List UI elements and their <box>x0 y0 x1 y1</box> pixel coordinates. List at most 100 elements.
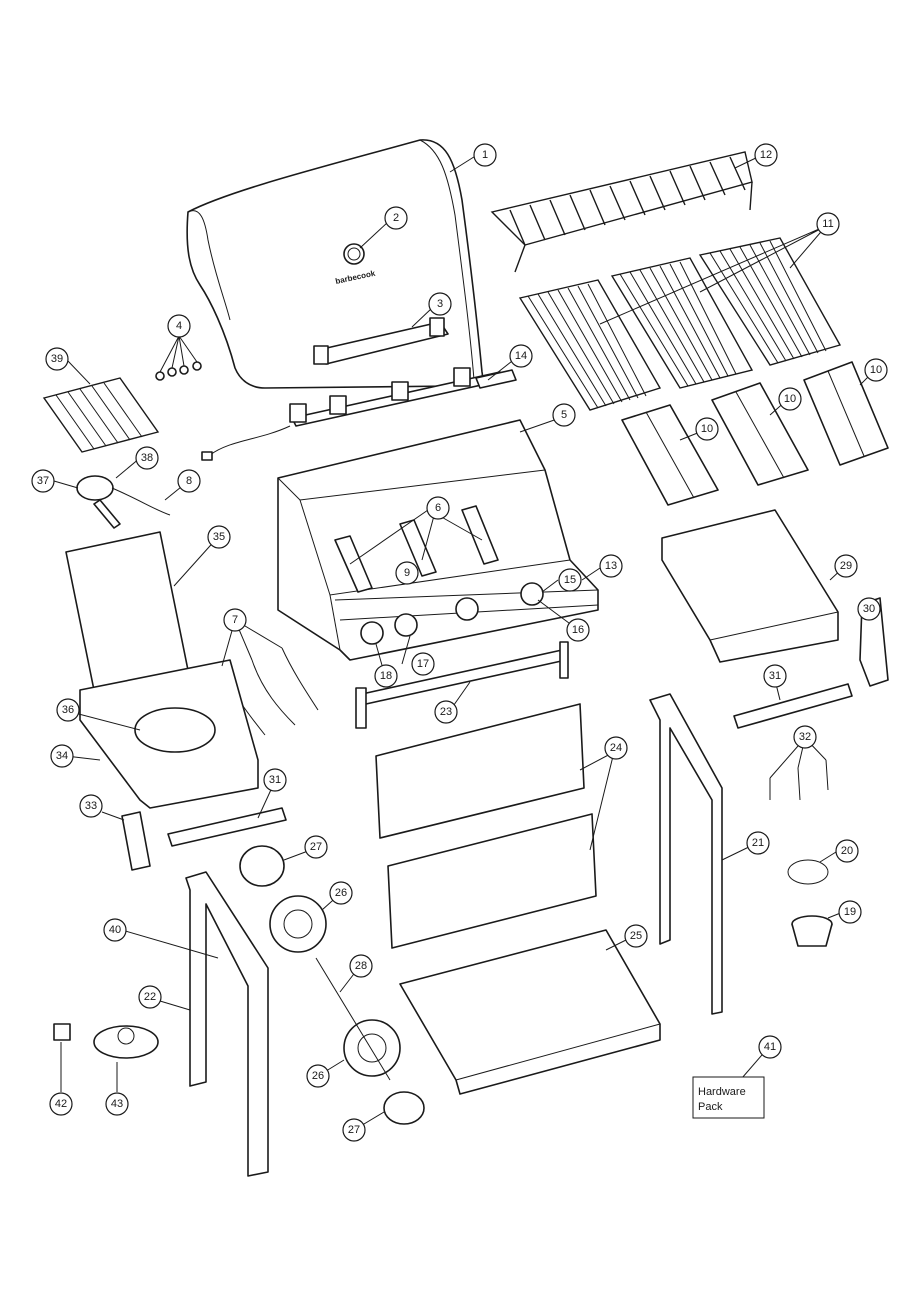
svg-text:3: 3 <box>437 298 443 310</box>
callout-41: 41 <box>758 1035 782 1059</box>
callout-1: 1 <box>473 143 497 167</box>
hardware-pack-box: Hardware Pack <box>692 1076 765 1119</box>
callout-27a: 27 <box>304 835 328 859</box>
svg-text:9: 9 <box>404 567 410 579</box>
svg-text:27: 27 <box>348 1124 360 1136</box>
svg-text:1: 1 <box>482 149 488 161</box>
callout-39: 39 <box>45 347 69 371</box>
callout-26a: 26 <box>329 881 353 905</box>
callout-28: 28 <box>349 954 373 978</box>
callout-12: 12 <box>754 143 778 167</box>
part-gas-manifold <box>201 367 517 461</box>
svg-text:34: 34 <box>56 750 68 762</box>
callout-33: 33 <box>79 794 103 818</box>
svg-text:37: 37 <box>37 475 49 487</box>
part-left-leg-frame <box>185 871 269 1177</box>
part-side-shelf <box>661 509 839 663</box>
part-thermometer <box>343 243 365 265</box>
svg-text:36: 36 <box>62 704 74 716</box>
part-rod-right <box>733 683 853 729</box>
part-right-leg-frame <box>649 693 723 1015</box>
callout-8: 8 <box>177 469 201 493</box>
callout-23: 23 <box>434 700 458 724</box>
part-lid-handle <box>313 317 449 365</box>
callout-16: 16 <box>566 618 590 642</box>
svg-text:26: 26 <box>335 887 347 899</box>
svg-text:27: 27 <box>310 841 322 853</box>
svg-text:4: 4 <box>176 320 182 332</box>
callout-37: 37 <box>31 469 55 493</box>
callout-26b: 26 <box>306 1064 330 1088</box>
callout-11: 11 <box>816 212 840 236</box>
callout-36: 36 <box>56 698 80 722</box>
svg-text:35: 35 <box>213 531 225 543</box>
svg-text:42: 42 <box>55 1098 67 1110</box>
part-firebox <box>277 419 599 661</box>
part-clips <box>769 759 829 801</box>
part-control-knobs <box>360 582 544 645</box>
part-back-panels <box>375 703 597 949</box>
callout-18: 18 <box>374 664 398 688</box>
callout-3: 3 <box>428 292 452 316</box>
svg-text:15: 15 <box>564 574 576 586</box>
callout-25: 25 <box>624 924 648 948</box>
part-side-rack <box>42 377 160 453</box>
part-regulator <box>93 1025 159 1059</box>
svg-text:12: 12 <box>760 149 772 161</box>
svg-text:2: 2 <box>393 212 399 224</box>
callout-5: 5 <box>552 403 576 427</box>
part-side-endcap <box>121 811 151 871</box>
part-side-burner-box <box>79 659 259 809</box>
callout-38: 38 <box>135 446 159 470</box>
svg-text:17: 17 <box>417 658 429 670</box>
callout-42: 42 <box>49 1092 73 1116</box>
part-nuts <box>155 361 202 381</box>
svg-text:30: 30 <box>863 603 875 615</box>
callout-35: 35 <box>207 525 231 549</box>
svg-text:10: 10 <box>784 393 796 405</box>
callout-31a: 31 <box>763 664 787 688</box>
part-wheel-cap-top <box>239 845 285 887</box>
callout-30: 30 <box>857 597 881 621</box>
svg-text:28: 28 <box>355 960 367 972</box>
svg-text:14: 14 <box>515 350 527 362</box>
svg-text:25: 25 <box>630 930 642 942</box>
svg-text:8: 8 <box>186 475 192 487</box>
part-cooking-grates <box>518 237 842 411</box>
callout-19: 19 <box>838 900 862 924</box>
callout-9: 9 <box>395 561 419 585</box>
part-burners <box>334 505 499 593</box>
svg-text:18: 18 <box>380 670 392 682</box>
callout-13: 13 <box>599 554 623 578</box>
part-front-crossbar <box>355 641 569 729</box>
part-cup <box>791 915 833 947</box>
svg-text:32: 32 <box>799 731 811 743</box>
callout-4: 4 <box>167 314 191 338</box>
svg-text:38: 38 <box>141 452 153 464</box>
svg-text:26: 26 <box>312 1070 324 1082</box>
svg-text:10: 10 <box>870 364 882 376</box>
callout-43: 43 <box>105 1092 129 1116</box>
callout-27b: 27 <box>342 1118 366 1142</box>
svg-text:20: 20 <box>841 845 853 857</box>
part-warming-rack <box>490 151 753 273</box>
callout-20: 20 <box>835 839 859 863</box>
svg-text:22: 22 <box>144 991 156 1003</box>
callout-24: 24 <box>604 736 628 760</box>
callout-29: 29 <box>834 554 858 578</box>
svg-text:43: 43 <box>111 1098 123 1110</box>
part-wheel-top <box>269 895 327 953</box>
callout-10c: 10 <box>864 358 888 382</box>
svg-text:13: 13 <box>605 560 617 572</box>
svg-text:10: 10 <box>701 423 713 435</box>
svg-text:19: 19 <box>844 906 856 918</box>
part-rod-left <box>167 807 287 847</box>
svg-text:41: 41 <box>764 1041 776 1053</box>
callout-10b: 10 <box>778 387 802 411</box>
callout-7: 7 <box>223 608 247 632</box>
part-side-burner-valve <box>76 475 171 529</box>
svg-text:31: 31 <box>769 670 781 682</box>
callout-34: 34 <box>50 744 74 768</box>
callout-14: 14 <box>509 344 533 368</box>
